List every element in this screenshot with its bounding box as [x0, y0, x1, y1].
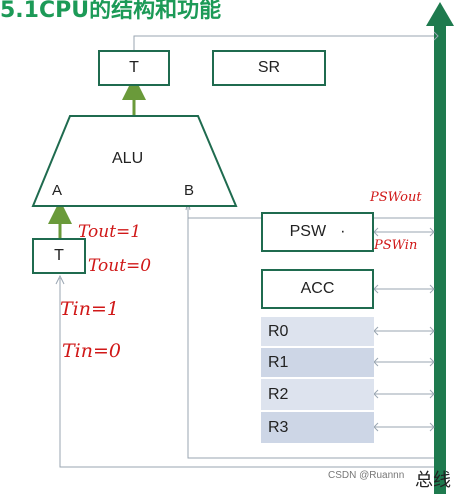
register-r3: R3: [261, 412, 374, 443]
psw-register: PSW ·: [261, 212, 374, 252]
psw-dot: ·: [340, 223, 346, 240]
alu-input-b: B: [184, 182, 195, 199]
register-r0: R0: [261, 317, 374, 346]
watermark: CSDN @Ruannn: [328, 470, 405, 481]
t-register-bottom: T: [32, 238, 86, 274]
page-title: 5.1CPU的结构和功能: [0, 0, 222, 23]
annotation-psw-out: PSWout: [370, 190, 422, 205]
system-bus: [426, 2, 454, 494]
alu-shape: [31, 115, 238, 207]
annotation-tout-1: Tout=1: [78, 222, 142, 242]
annotation-psw-in: PSWin: [374, 238, 418, 253]
alu-label: ALU: [112, 150, 144, 167]
bus-label: 总线: [415, 470, 451, 491]
annotation-tout-0: Tout=0: [88, 256, 152, 276]
alu-input-a: A: [52, 182, 63, 199]
acc-register: ACC: [261, 269, 374, 309]
bus-links: [55, 31, 439, 468]
annotation-tin-1: Tin=1: [60, 298, 119, 320]
psw-label: PSW: [289, 223, 327, 240]
t-register-top: T: [98, 50, 170, 86]
sr-register: SR: [212, 50, 326, 86]
annotation-tin-0: Tin=0: [62, 340, 121, 362]
register-r2: R2: [261, 379, 374, 410]
register-r1: R1: [261, 348, 374, 377]
